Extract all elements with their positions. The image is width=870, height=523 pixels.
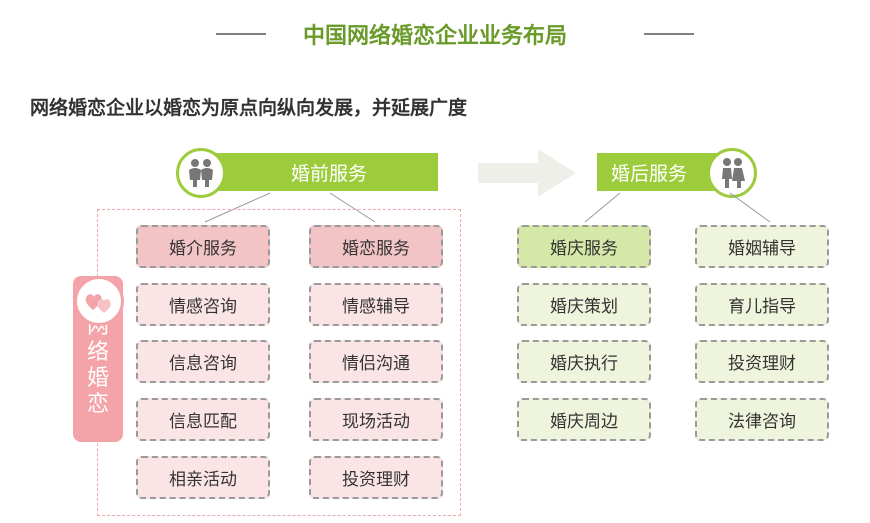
box-label: 投资理财 (728, 354, 796, 374)
post-service-box: 婚庆执行 (517, 340, 651, 383)
pre-wedding-header: 婚前服务 (200, 153, 438, 191)
box-label: 婚庆服务 (550, 239, 618, 259)
post-service-box: 婚庆周边 (517, 398, 651, 441)
hearts-icon (74, 276, 124, 326)
post-service-box: 育儿指导 (695, 283, 829, 326)
post-wedding-label: 婚后服务 (610, 162, 687, 185)
right-arrow-icon (478, 149, 576, 197)
pre-service-box: 情感辅导 (309, 283, 443, 326)
pre-service-box: 情侣沟通 (309, 340, 443, 383)
side-label-char: 络 (86, 340, 109, 365)
box-label: 相亲活动 (169, 470, 237, 490)
post-wedding-header: 婚后服务 (597, 153, 721, 191)
pre-service-box: 相亲活动 (136, 456, 270, 499)
box-label: 信息匹配 (169, 412, 237, 432)
box-label: 婚介服务 (169, 239, 237, 259)
box-label: 现场活动 (342, 412, 410, 432)
pre-service-box: 信息匹配 (136, 398, 270, 441)
pre-service-box: 信息咨询 (136, 340, 270, 383)
pre-service-box: 婚介服务 (136, 225, 270, 268)
post-service-box: 婚庆策划 (517, 283, 651, 326)
pre-wedding-label: 婚前服务 (290, 162, 367, 185)
box-label: 婚庆周边 (550, 412, 618, 432)
pre-service-box: 现场活动 (309, 398, 443, 441)
box-label: 情感辅导 (342, 297, 410, 317)
pre-service-box: 情感咨询 (136, 283, 270, 326)
box-label: 情侣沟通 (342, 354, 410, 374)
pre-service-box: 投资理财 (309, 456, 443, 499)
subtitle: 网络婚恋企业以婚恋为原点向纵向发展，并延展广度 (30, 97, 468, 119)
side-label: 网 络 婚 恋 (73, 276, 123, 442)
box-label: 婚庆策划 (550, 297, 618, 317)
side-label-char: 婚 (86, 366, 109, 391)
title-rule-right (644, 33, 694, 35)
post-service-box: 法律咨询 (695, 398, 829, 441)
box-label: 育儿指导 (728, 297, 796, 317)
box-label: 婚姻辅导 (728, 239, 796, 259)
box-label: 法律咨询 (728, 412, 796, 432)
box-label: 情感咨询 (169, 297, 237, 317)
couple-icon (176, 148, 226, 198)
post-service-box: 婚姻辅导 (695, 225, 829, 268)
page-title: 中国网络婚恋企业业务布局 (302, 24, 567, 49)
box-label: 婚庆执行 (550, 354, 618, 374)
title-rule-left (216, 33, 266, 35)
pre-service-box: 婚恋服务 (309, 225, 443, 268)
box-label: 婚恋服务 (342, 239, 410, 259)
couple-icon (707, 148, 757, 198)
box-label: 信息咨询 (169, 354, 237, 374)
box-label: 投资理财 (342, 470, 410, 490)
post-service-box: 投资理财 (695, 340, 829, 383)
post-service-box: 婚庆服务 (517, 225, 651, 268)
side-label-char: 恋 (86, 392, 109, 417)
